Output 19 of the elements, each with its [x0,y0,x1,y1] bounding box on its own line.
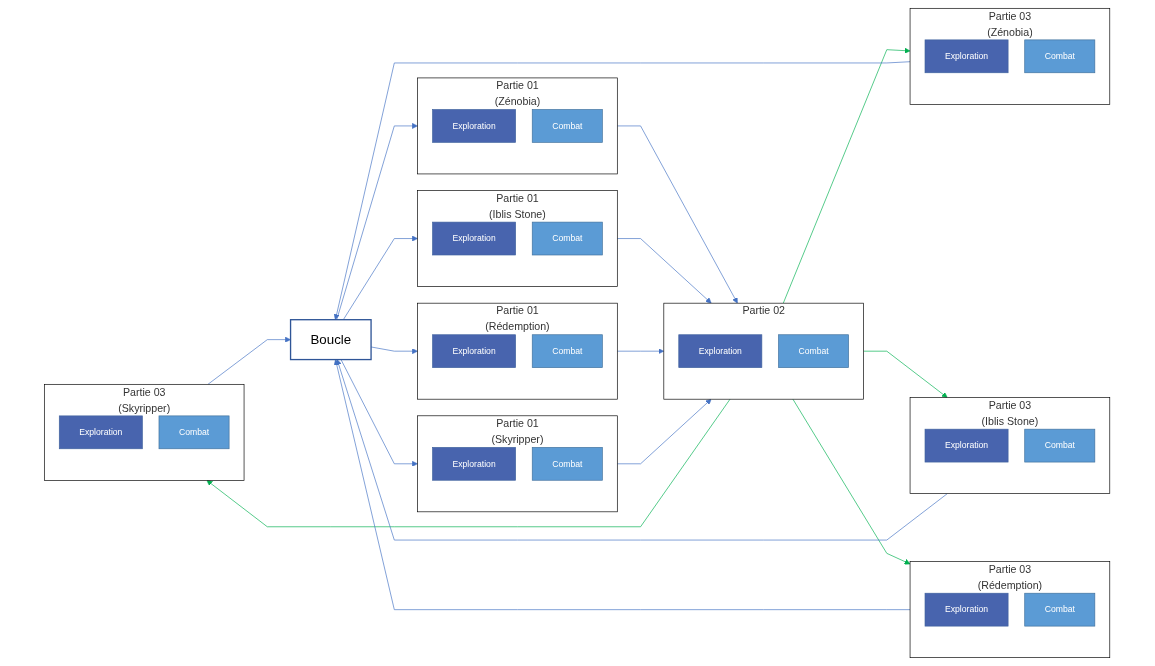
node-box: Exploration [432,221,517,256]
node-box: Exploration [678,334,763,368]
node-box: Combat [532,334,604,368]
node-box: Boucle [290,319,373,361]
node-box: Combat [778,334,850,368]
node-box: Combat [532,109,604,143]
node-box: Exploration [59,415,144,450]
node-box: Combat [1024,39,1096,74]
node-box: Combat [532,447,604,481]
node-box: Exploration [925,592,1009,627]
node-box: Exploration [925,428,1009,463]
node-box: Exploration [925,39,1009,74]
node-box: Exploration [432,447,517,481]
node-box: Combat [159,415,230,450]
node-box: Combat [532,221,604,256]
node-box: Exploration [432,334,517,368]
node-box: Combat [1024,428,1096,463]
node-box: Combat [1024,592,1096,627]
node-box: Exploration [432,109,517,143]
